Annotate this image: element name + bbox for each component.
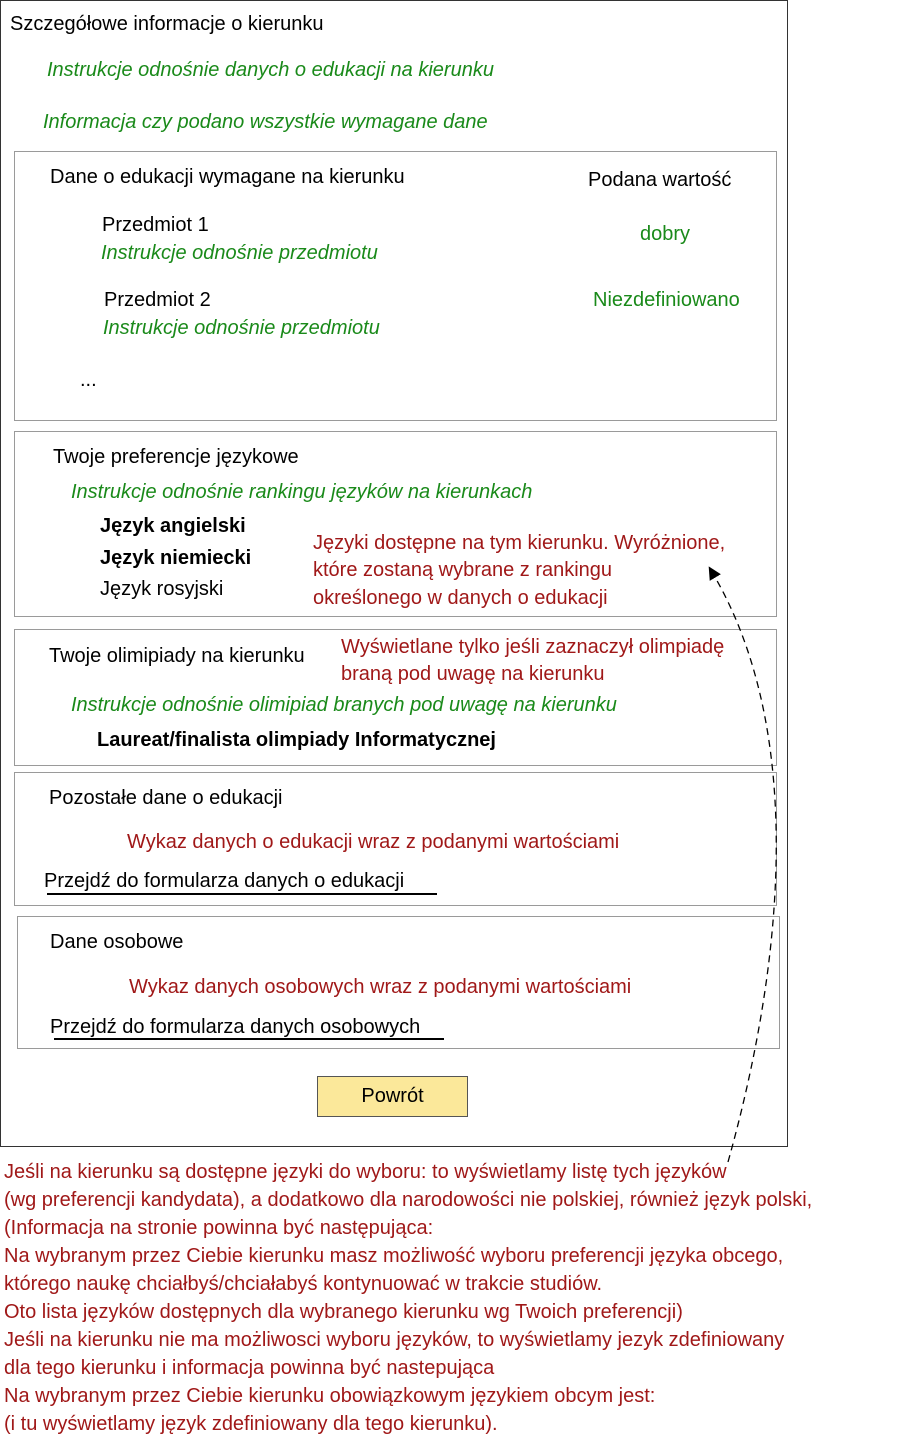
page-frame <box>0 0 788 1147</box>
bottom-note-line: Jeśli na kierunku nie ma możliwosci wybo… <box>4 1329 785 1351</box>
olympiads-section-title: Twoje olimipiady na kierunku <box>49 645 305 667</box>
page-title: Szczegółowe informacje o kierunku <box>10 13 324 35</box>
education-section-title: Dane o edukacji wymagane na kierunku <box>50 166 405 188</box>
education-form-link[interactable]: Przejdź do formularza danych o edukacji <box>44 870 405 892</box>
languages-note-line: które zostaną wybrane z rankingu <box>313 559 613 581</box>
olympiads-note-line: braną pod uwagę na kierunku <box>341 663 605 685</box>
bottom-note-line: (i tu wyświetlamy język zdefiniowany dla… <box>4 1413 498 1435</box>
personal-section <box>17 916 780 1049</box>
personal-section-title: Dane osobowe <box>50 931 184 953</box>
subject-1-instruction: Instrukcje odnośnie przedmiotu <box>101 242 378 264</box>
subject-1-value: dobry <box>640 223 691 245</box>
bottom-note-line: dla tego kierunku i informacja powinna b… <box>4 1357 495 1379</box>
languages-note-line: określonego w danych o edukacji <box>313 587 608 609</box>
bottom-note-line: Jeśli na kierunku są dostępne języki do … <box>4 1161 727 1183</box>
bottom-note-line: (Informacja na stronie powinna być nastę… <box>4 1217 434 1239</box>
personal-form-link[interactable]: Przejdź do formularza danych osobowych <box>50 1016 421 1038</box>
languages-section <box>14 431 777 617</box>
olympiads-note-line: Wyświetlane tylko jeśli zaznaczył olimpi… <box>341 636 725 658</box>
subject-2-instruction: Instrukcje odnośnie przedmiotu <box>103 317 380 339</box>
languages-note-line: Języki dostępne na tym kierunku. Wyróżni… <box>313 532 726 554</box>
language-item: Język angielski <box>100 515 246 537</box>
education-form-link-underline <box>47 893 437 895</box>
languages-instruction: Instrukcje odnośnie rankingu języków na … <box>71 481 533 503</box>
bottom-note: Jeśli na kierunku są dostępne języki do … <box>4 1158 812 1438</box>
other-education-title: Pozostałe dane o edukacji <box>49 787 283 809</box>
language-item: Język rosyjski <box>100 578 224 600</box>
bottom-note-line: (wg preferencji kandydata), a dodatkowo … <box>4 1189 813 1211</box>
back-button[interactable]: Powrót <box>317 1076 468 1117</box>
education-section <box>14 151 777 421</box>
bottom-note-line: Na wybranym przez Ciebie kierunku obowią… <box>4 1385 656 1407</box>
subject-2-value: Niezdefiniowano <box>593 289 740 311</box>
education-instruction: Instrukcje odnośnie danych o edukacji na… <box>47 59 494 81</box>
bottom-note-line: Na wybranym przez Ciebie kierunku masz m… <box>4 1245 784 1267</box>
bottom-note-line: którego naukę chciałbyś/chciałabyś konty… <box>4 1273 603 1295</box>
subject-1-name: Przedmiot 1 <box>102 214 209 236</box>
value-column-header: Podana wartość <box>588 169 732 191</box>
personal-form-link-underline <box>54 1038 444 1040</box>
completeness-info: Informacja czy podano wszystkie wymagane… <box>43 111 488 133</box>
subjects-ellipsis: ... <box>80 369 97 391</box>
other-education-summary: Wykaz danych o edukacji wraz z podanymi … <box>127 831 620 853</box>
olympiad-item: Laureat/finalista olimpiady Informatyczn… <box>97 729 496 751</box>
bottom-note-line: Oto lista języków dostępnych dla wybrane… <box>4 1301 683 1323</box>
language-item: Język niemiecki <box>100 547 252 569</box>
olympiads-instruction: Instrukcje odnośnie olimipiad branych po… <box>71 694 617 716</box>
personal-summary: Wykaz danych osobowych wraz z podanymi w… <box>129 976 632 998</box>
languages-section-title: Twoje preferencje językowe <box>53 446 299 468</box>
subject-2-name: Przedmiot 2 <box>104 289 211 311</box>
